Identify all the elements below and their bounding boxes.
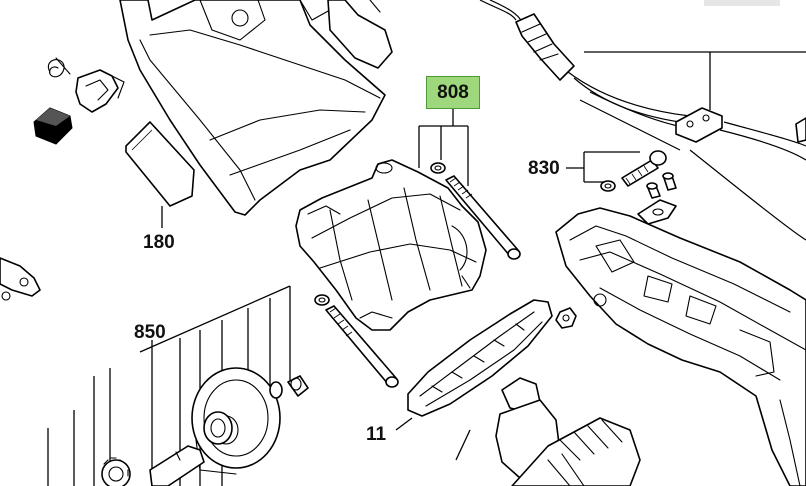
small-nut (555, 307, 577, 329)
right-edge-part (795, 117, 806, 143)
retaining-ring-small (269, 381, 283, 399)
label-850: 850 (134, 322, 166, 343)
washer-830 (600, 180, 616, 192)
power-cable (479, 0, 806, 241)
black-block-part (33, 107, 73, 145)
stator-field-assembly (295, 159, 487, 331)
shaft-gear (101, 445, 205, 486)
flange-ring (203, 411, 233, 445)
long-screw-808 (445, 175, 521, 260)
spring-part (47, 57, 71, 78)
header-bar-fragment (704, 0, 780, 6)
label-180: 180 (143, 232, 175, 253)
lower-long-screw (325, 305, 399, 388)
bushing (287, 375, 309, 397)
fan-baffle-ring (407, 299, 553, 417)
handle-housing (555, 207, 806, 486)
armature (455, 377, 641, 486)
washer-808 (430, 162, 446, 174)
clip-part (75, 69, 125, 113)
leader-808 (418, 108, 469, 186)
leader-830 (566, 151, 640, 183)
label-11: 11 (366, 424, 387, 445)
highlighted-part-label-808: 808 (426, 76, 480, 109)
label-830: 830 (528, 158, 560, 179)
brush-card-part (125, 121, 195, 228)
leader-top-right (584, 51, 806, 110)
terminal-block (675, 107, 723, 143)
screw-830 (621, 150, 667, 187)
lower-washer (314, 294, 330, 306)
leader-11 (395, 417, 413, 431)
gear-housing (119, 0, 393, 216)
left-bracket (0, 257, 41, 301)
cable-clamp (637, 199, 677, 225)
small-screws (646, 172, 677, 199)
